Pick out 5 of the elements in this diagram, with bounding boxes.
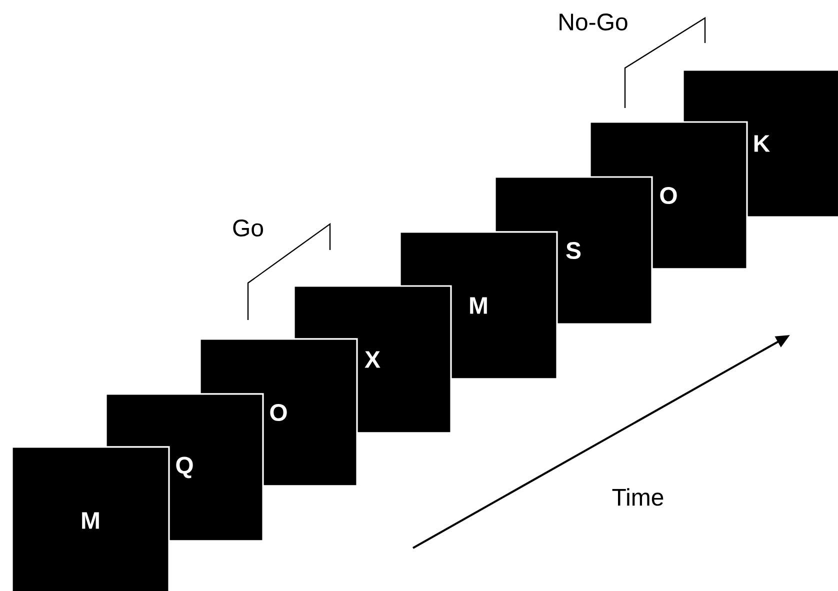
label: No-Go [560, 14, 628, 30]
stimulus-card: M [11, 446, 170, 591]
node-label: K [754, 135, 770, 152]
label: Time [612, 488, 664, 506]
label: Go [233, 220, 264, 236]
